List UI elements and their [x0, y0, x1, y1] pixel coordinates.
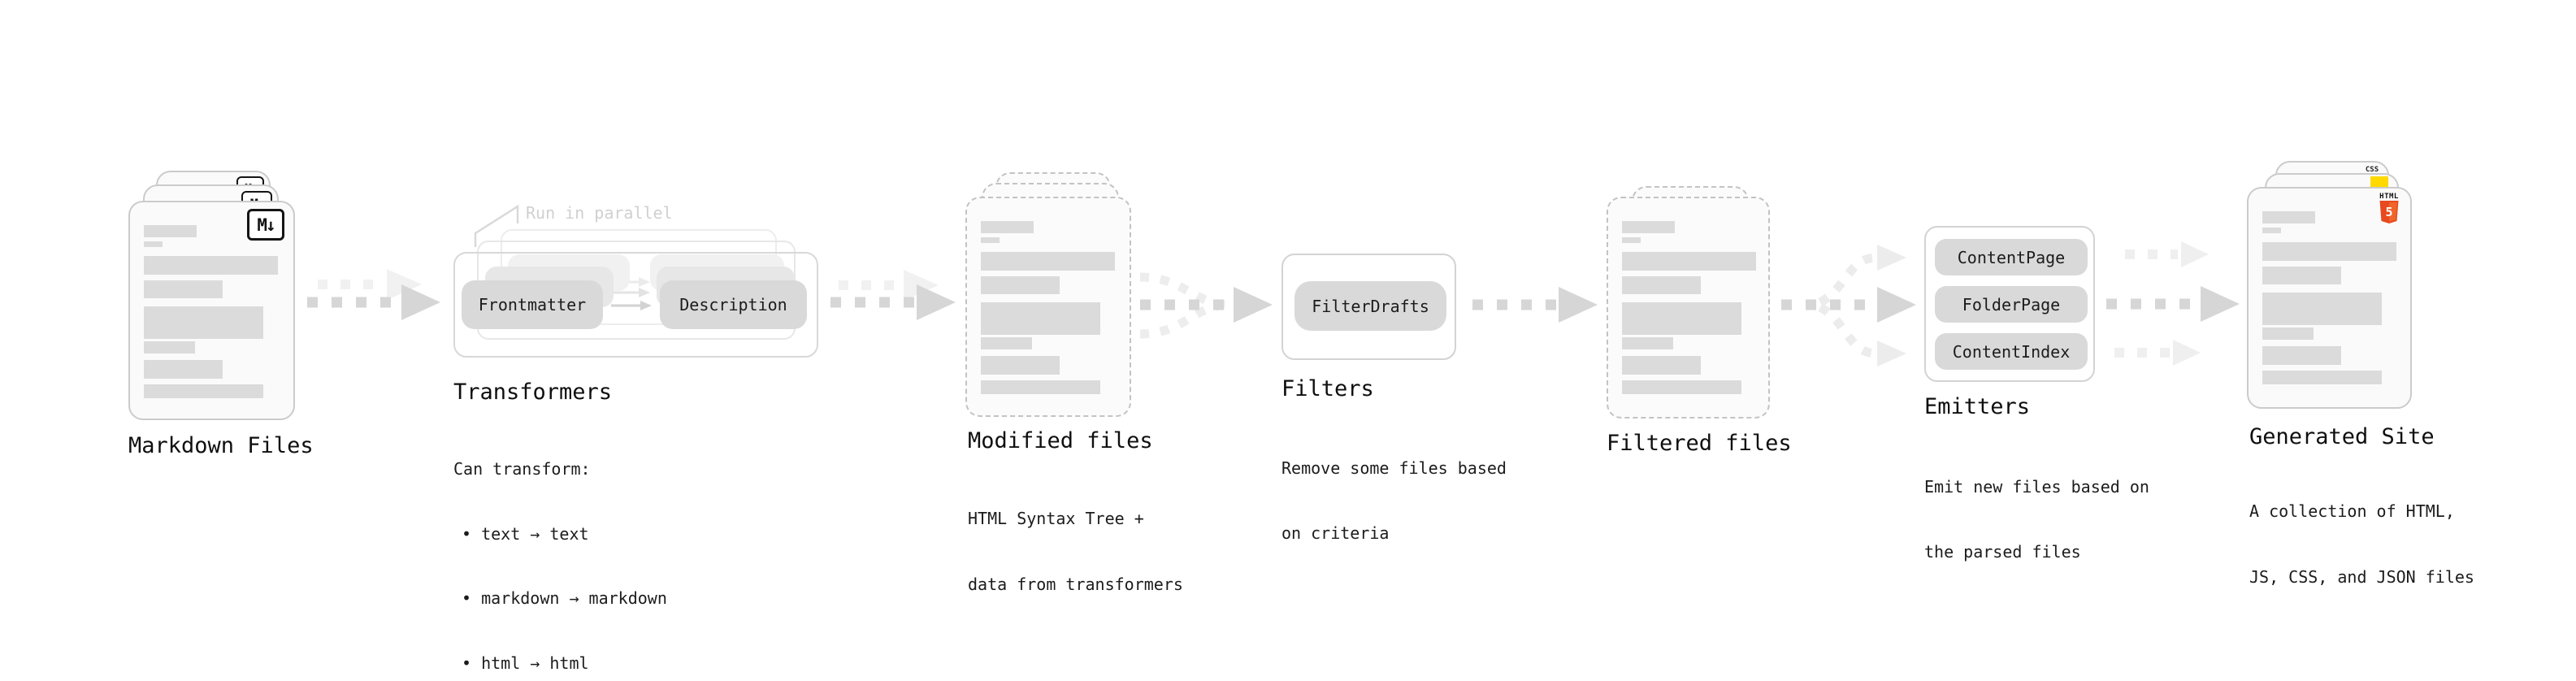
skeleton-line	[144, 241, 163, 247]
description-line: JS, CSS, and JSON files	[2249, 567, 2474, 587]
description-line: A collection of HTML,	[2249, 501, 2455, 521]
description-line: • html → html	[462, 653, 589, 673]
generated-file-card-html: HTML 5	[2247, 187, 2412, 409]
transformer-pill-description: Description	[660, 280, 807, 329]
skeleton-line	[2262, 242, 2396, 261]
description-line: • markdown → markdown	[462, 588, 667, 608]
skeleton-line	[1622, 380, 1741, 394]
generated-description: A collection of HTML, JS, CSS, and JSON …	[2249, 457, 2474, 632]
modified-file-card-front	[965, 197, 1131, 417]
markdown-file-card-front: M↓	[128, 201, 295, 420]
arrow-filters-to-filtered	[1472, 287, 1598, 323]
skeleton-line	[981, 380, 1100, 394]
skeleton-line	[2262, 293, 2382, 325]
transformer-box-front	[453, 252, 818, 358]
filters-box: FilterDrafts	[1281, 254, 1456, 360]
skeleton-line	[1622, 302, 1741, 335]
skeleton-line	[144, 256, 278, 275]
description-line: on criteria	[1281, 523, 1390, 543]
stage-title-filtered-files: Filtered files	[1607, 431, 1792, 456]
stage-title-generated-site: Generated Site	[2249, 424, 2435, 449]
filters-description: Remove some files based on criteria	[1281, 414, 1507, 587]
description-line: HTML Syntax Tree +	[968, 509, 1144, 528]
description-line: Remove some files based	[1281, 458, 1507, 478]
skeleton-line	[981, 337, 1032, 349]
skeleton-line	[1622, 337, 1673, 349]
arrow-filtered-to-emitters	[1781, 245, 1916, 367]
description-line: Can transform:	[453, 459, 591, 479]
transformers-description: Can transform: • text → text • markdown …	[453, 415, 667, 681]
filter-pill-filterdrafts: FilterDrafts	[1295, 281, 1446, 331]
skeleton-line	[1622, 221, 1675, 233]
html5-shield: 5	[2379, 201, 2399, 223]
stage-title-emitters: Emitters	[1924, 394, 2031, 419]
skeleton-line	[144, 384, 263, 398]
skeleton-line	[2262, 346, 2341, 365]
arrow-emitters-to-generated	[2106, 241, 2240, 366]
stage-title-filters: Filters	[1281, 376, 1374, 401]
skeleton-line	[981, 276, 1060, 294]
skeleton-line	[981, 252, 1115, 271]
html5-icon-label: HTML	[2379, 193, 2399, 201]
html5-icon-number: 5	[2385, 205, 2392, 219]
run-in-parallel-annotation: Run in parallel	[526, 203, 673, 223]
skeleton-line	[981, 221, 1034, 233]
transformer-pill-frontmatter: Frontmatter	[462, 280, 603, 329]
skeleton-line	[1622, 276, 1701, 294]
css-icon-label: CSS	[2365, 166, 2379, 174]
modified-description: HTML Syntax Tree + data from transformer…	[968, 464, 1183, 640]
skeleton-line	[2262, 327, 2314, 340]
skeleton-line	[1622, 356, 1701, 375]
markdown-icon: M↓	[247, 209, 284, 241]
skeleton-line	[981, 356, 1060, 375]
stage-title-modified-files: Modified files	[968, 428, 1153, 453]
arrow-markdown-to-transformers	[307, 269, 440, 320]
description-line: the parsed files	[1924, 541, 2081, 562]
skeleton-line	[144, 306, 263, 339]
skeleton-line	[1622, 252, 1756, 271]
skeleton-line	[981, 302, 1100, 335]
skeleton-line	[2262, 211, 2315, 223]
filtered-file-card-front	[1607, 197, 1770, 419]
emitters-description: Emit new files based on the parsed files	[1924, 433, 2149, 605]
skeleton-line	[2262, 228, 2281, 233]
skeleton-line	[144, 360, 223, 379]
description-line: Emit new files based on	[1924, 477, 2149, 497]
skeleton-line	[2262, 267, 2341, 284]
description-line: • text → text	[462, 523, 589, 544]
skeleton-line	[144, 280, 223, 298]
emitter-pill-contentindex: ContentIndex	[1935, 333, 2088, 370]
skeleton-line	[981, 237, 1000, 243]
stage-title-transformers: Transformers	[453, 380, 613, 405]
annotation-leader-line	[474, 204, 519, 247]
description-line: data from transformers	[968, 575, 1183, 594]
stage-title-markdown-files: Markdown Files	[128, 433, 314, 458]
skeleton-line	[144, 225, 197, 237]
skeleton-line	[144, 341, 195, 354]
emitter-pill-folderpage: FolderPage	[1935, 286, 2088, 323]
js-icon	[2370, 176, 2388, 189]
arrow-transformers-to-modified	[830, 270, 956, 320]
html5-icon: HTML 5	[2378, 193, 2400, 223]
skeleton-line	[1622, 237, 1641, 243]
skeleton-line	[2262, 371, 2382, 384]
arrow-modified-to-filters	[1139, 272, 1273, 339]
emitters-box: ContentPage FolderPage ContentIndex	[1924, 226, 2095, 382]
emitter-pill-contentpage: ContentPage	[1935, 239, 2088, 275]
